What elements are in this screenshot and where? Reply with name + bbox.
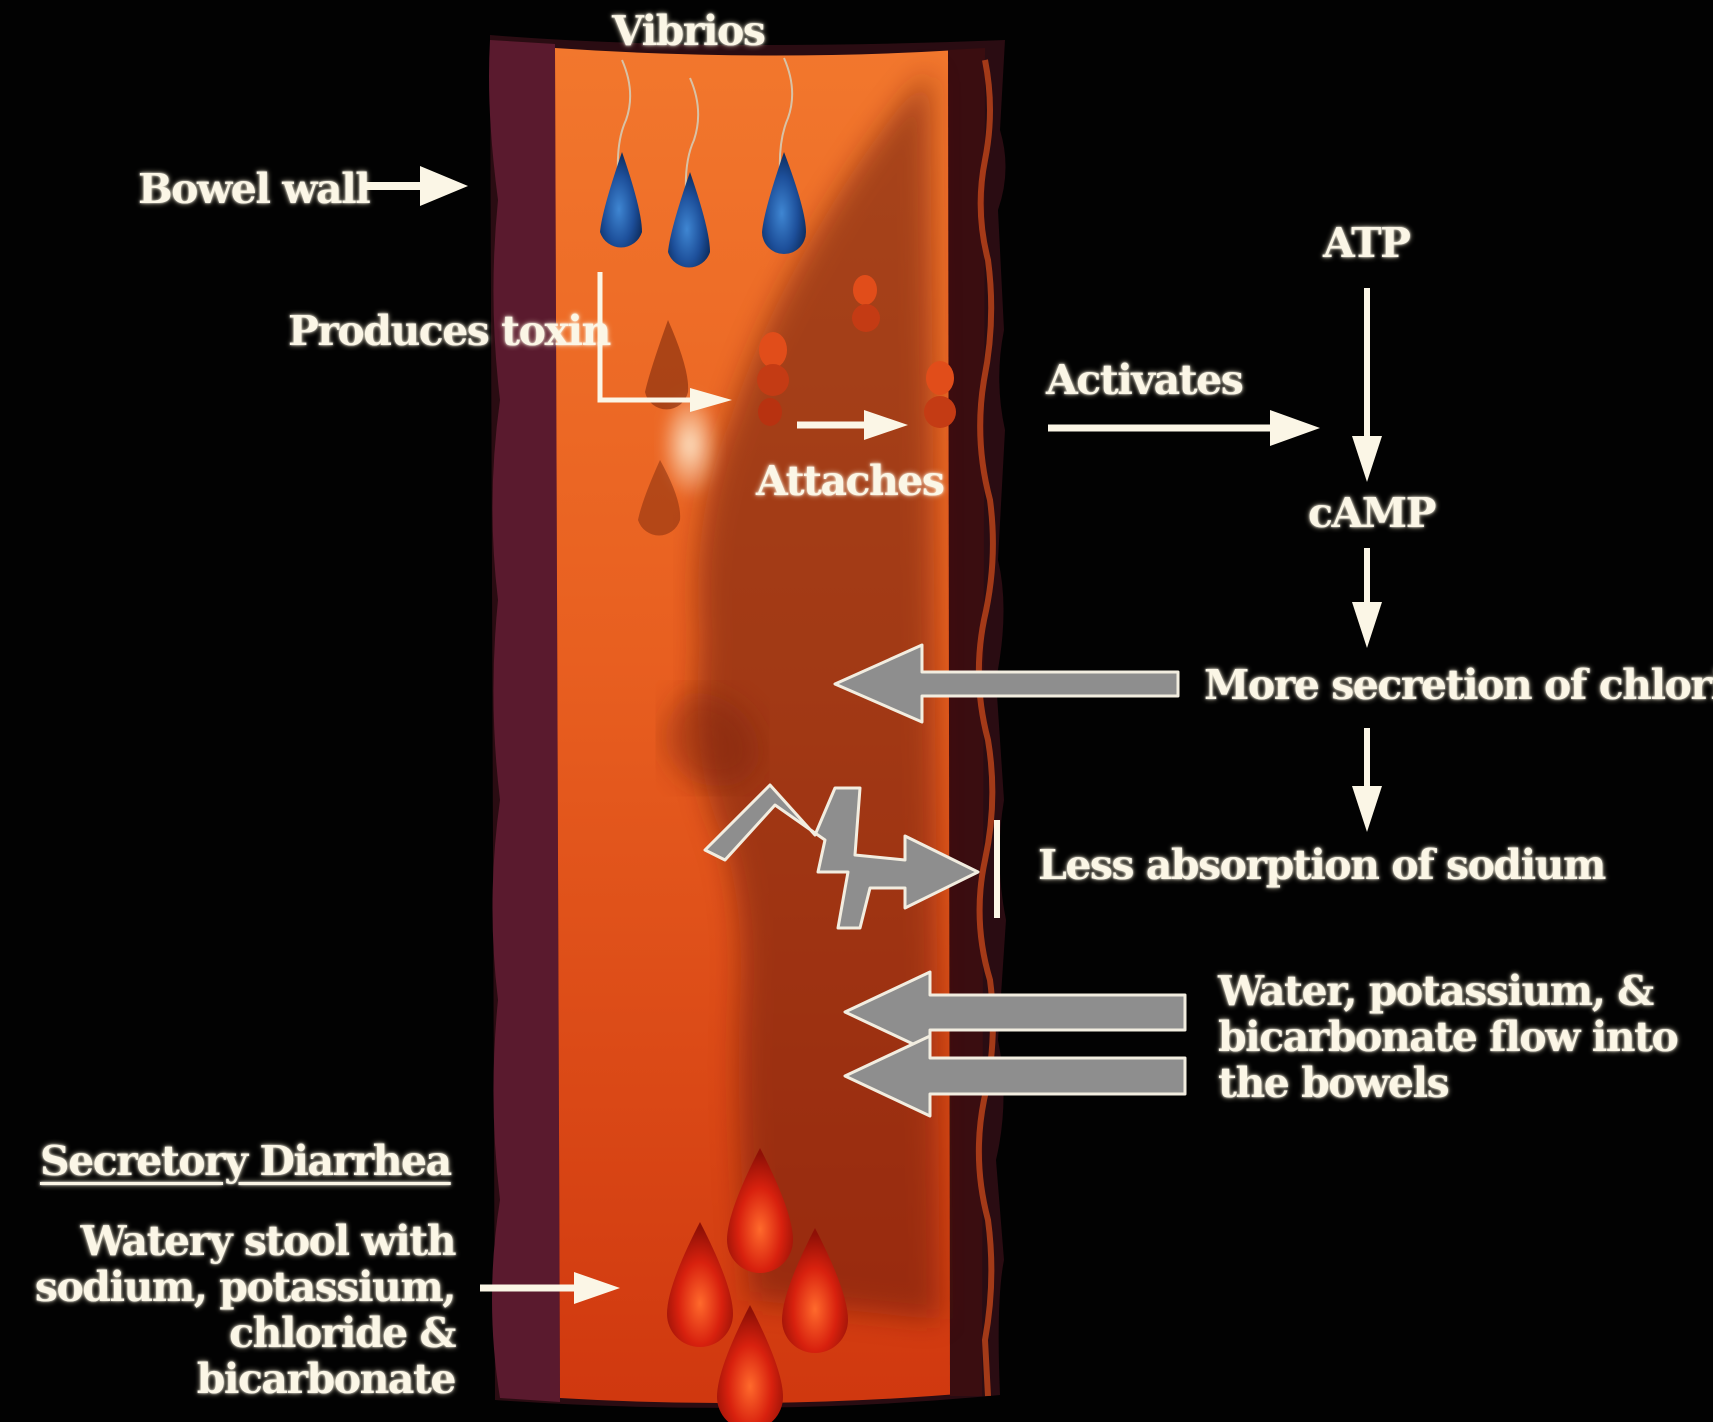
attaches-label: Attaches [756, 458, 943, 504]
toxin-molecule [758, 398, 782, 426]
activates-label: Activates [1046, 357, 1242, 403]
produces-toxin-label: Produces toxin [288, 308, 610, 354]
toxin-molecule [757, 364, 789, 396]
camp-label: cAMP [1308, 490, 1435, 536]
toxin-molecule [926, 361, 954, 395]
atp-label: ATP [1323, 220, 1409, 266]
sodium-label: Less absorption of sodium [1038, 842, 1605, 888]
atp-to-camp-arrow [1352, 288, 1382, 482]
vibrios-label: Vibrios [612, 8, 764, 54]
camp-to-chloride-arrow [1352, 548, 1382, 648]
water-flow-label: Water, potassium, & bicarbonate flow int… [1218, 968, 1677, 1106]
toxin-molecule [924, 396, 956, 428]
secretory-diarrhea-title: Secretory Diarrhea [40, 1138, 451, 1184]
chloride-to-sodium-arrow [1352, 728, 1382, 832]
chloride-label: More secretion of chloride [1204, 662, 1713, 708]
activates-arrow [1048, 410, 1320, 446]
stool-label: Watery stool with sodium, potassium, chl… [0, 1218, 455, 1402]
toxin-molecule [853, 275, 877, 305]
bowel-wall-arrow [365, 166, 468, 206]
toxin-molecule [759, 332, 787, 368]
bowel-wall-label: Bowel wall [138, 166, 369, 212]
toxin-molecule [852, 304, 880, 332]
